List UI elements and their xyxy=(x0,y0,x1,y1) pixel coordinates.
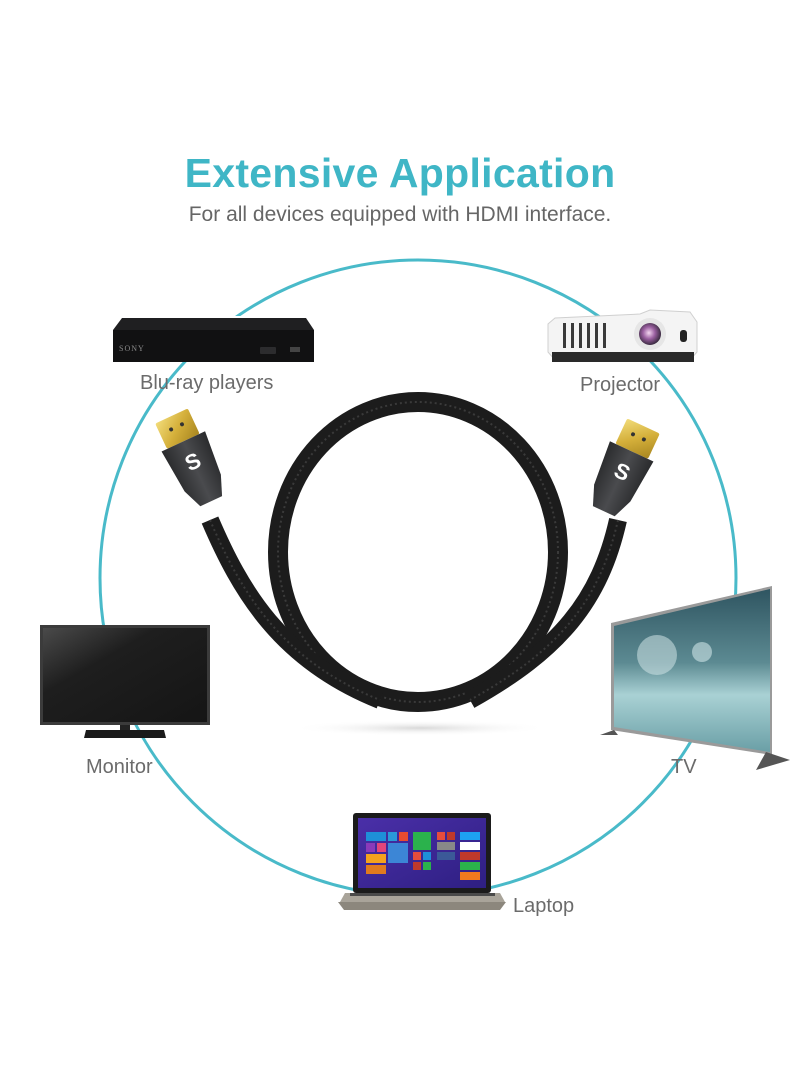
label-tv: TV xyxy=(671,756,697,778)
label-laptop: Laptop xyxy=(513,895,575,917)
monitor-icon xyxy=(40,625,210,738)
label-projector: Projector xyxy=(580,374,661,396)
bluray-player-icon: SONY xyxy=(110,316,320,362)
page-title: Extensive Application xyxy=(184,150,616,196)
label-monitor: Monitor xyxy=(86,756,153,778)
svg-text:SONY: SONY xyxy=(119,344,145,353)
tv-icon xyxy=(600,586,790,770)
page-subtitle: For all devices equipped with HDMI inter… xyxy=(188,203,612,226)
hdmi-cable-icon: S S xyxy=(155,392,660,712)
label-bluray: Blu-ray players xyxy=(140,372,274,394)
projector-icon xyxy=(547,309,698,362)
laptop-icon xyxy=(338,813,506,910)
